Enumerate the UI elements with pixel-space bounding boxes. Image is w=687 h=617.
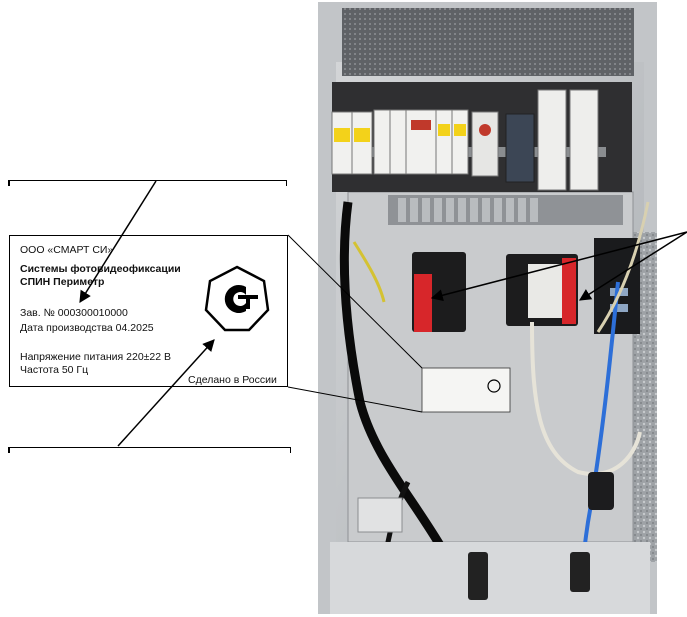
- bar-tick: [8, 447, 10, 453]
- callout-bar-bottom: [8, 447, 291, 453]
- system-name-line2: СПИН Периметр: [20, 276, 105, 288]
- serial-number: Зав. № 000300010000: [20, 307, 128, 319]
- production-date: Дата производства 04.2025: [20, 322, 154, 334]
- manufacturer-text: ООО «СМАРТ СИ»: [20, 244, 114, 256]
- frequency: Частота 50 Гц: [20, 364, 89, 376]
- system-name-line1: Системы фотовидеофиксации: [20, 263, 181, 275]
- bar-tick: [8, 180, 10, 186]
- callout-bar-top: [8, 180, 287, 186]
- breaker-group: [331, 89, 599, 191]
- bar-tick: [289, 447, 291, 453]
- cabinet-illustration: [318, 2, 657, 614]
- bar-tick: [285, 180, 287, 186]
- conformity-mark-icon: [204, 265, 270, 332]
- nameplate-enlarged: ООО «СМАРТ СИ» Системы фотовидеофиксации…: [9, 235, 288, 387]
- made-in-russia: Сделано в России: [188, 374, 277, 386]
- cabinet-photo: [318, 2, 657, 614]
- supply-voltage: Напряжение питания 220±22 В: [20, 351, 172, 363]
